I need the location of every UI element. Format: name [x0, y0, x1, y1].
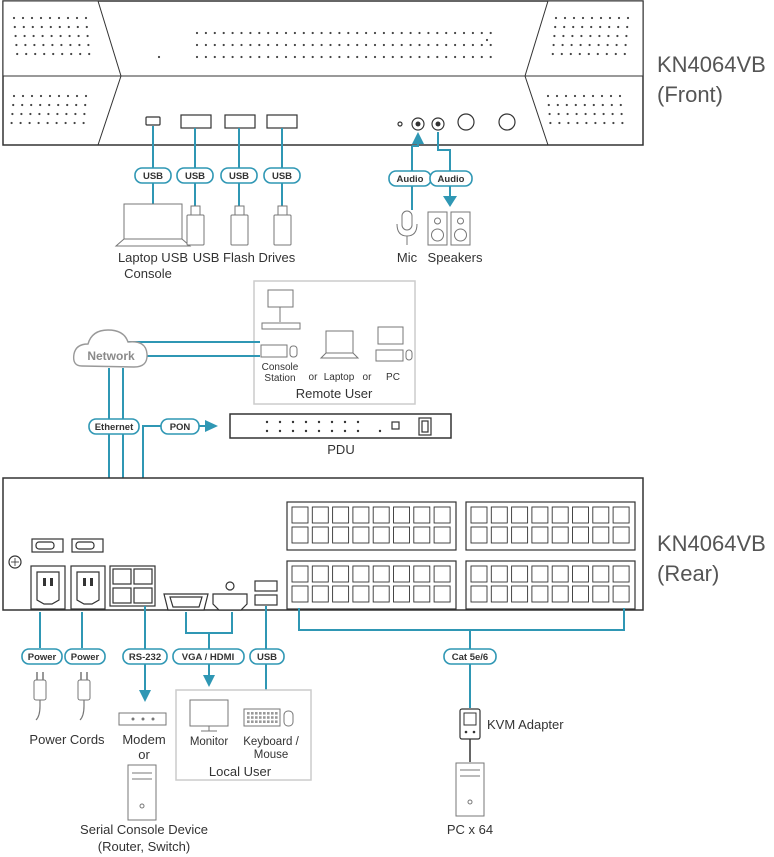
micro-usb-port	[145, 116, 161, 126]
mic-label: Mic	[397, 250, 418, 265]
laptop-label: Laptop	[324, 372, 355, 383]
speakers-icon	[427, 211, 471, 246]
hdmi-port	[212, 593, 248, 611]
svg-text:USB: USB	[185, 171, 205, 182]
serial-console-label-1: Serial Console Device	[80, 822, 208, 837]
svg-text:USB: USB	[272, 171, 292, 182]
audio-badge-mic: Audio	[388, 170, 432, 187]
vga-hdmi-badge: VGA / HDMI	[172, 648, 245, 665]
keyboard-mouse-label-1: Keyboard /	[243, 736, 299, 748]
monitor-label: Monitor	[190, 736, 229, 748]
or-label-1: or	[309, 372, 319, 383]
usb-badge-laptop: USB	[134, 167, 172, 184]
ethernet-badge: Ethernet	[88, 418, 140, 435]
mic-icon	[396, 210, 418, 245]
pc-label: PC	[386, 372, 400, 383]
usb-flash-drive-icon-1	[186, 205, 205, 246]
network-cloud-icon: Network	[72, 329, 148, 368]
pdu-label: PDU	[327, 442, 354, 457]
svg-text:Power: Power	[28, 652, 57, 663]
power-badge-2: Power	[64, 648, 106, 665]
rear-usb-port-2	[254, 594, 278, 606]
audio-badge-speakers: Audio	[429, 170, 473, 187]
usb-flash-drive-icon-3	[273, 205, 292, 246]
console-station-label-2: Station	[264, 373, 295, 384]
usb-flash-drive-icon-2	[230, 205, 249, 246]
laptop-usb-console-label-1: Laptop USB	[118, 250, 188, 265]
power-cord-icon-2	[77, 672, 91, 721]
power-badge-1: Power	[21, 648, 63, 665]
local-user-box	[175, 689, 312, 781]
kvm-port-banks	[286, 501, 636, 610]
pdu-icon	[229, 413, 452, 439]
laptop-icon	[114, 203, 192, 247]
svg-text:RS-232: RS-232	[129, 652, 161, 663]
usb-badge-rear: USB	[249, 648, 285, 665]
svg-text:PON: PON	[170, 422, 191, 433]
pc-tower-icon	[455, 762, 485, 817]
usb-badge-flash-2: USB	[220, 167, 258, 184]
svg-text:Audio: Audio	[397, 174, 424, 185]
usb-port-2	[224, 114, 256, 129]
laptop-usb-console-label-2: Console	[124, 266, 172, 281]
serial-console-device-icon	[127, 764, 157, 821]
pon-badge: PON	[160, 418, 200, 435]
svg-text:Cat 5e/6: Cat 5e/6	[452, 652, 488, 663]
kvm-adapter-icon	[459, 708, 481, 762]
power-cord-icon-1	[33, 672, 47, 721]
svg-text:USB: USB	[229, 171, 249, 182]
rear-cables	[39, 606, 625, 708]
front-button-1	[457, 113, 475, 131]
rear-usb-port-1	[254, 580, 278, 592]
pc-x64-label: PC x 64	[447, 822, 493, 837]
cat5-badge: Cat 5e/6	[443, 648, 497, 665]
rear-title-line2: (Rear)	[657, 561, 719, 586]
usb-flash-drives-label: USB Flash Drives	[193, 250, 296, 265]
front-title-line1: KN4064VB	[657, 52, 766, 77]
keyboard-mouse-label-2: Mouse	[254, 749, 289, 761]
front-title-line2: (Front)	[657, 82, 723, 107]
svg-text:Ethernet: Ethernet	[95, 422, 134, 433]
kvm-adapter-label: KVM Adapter	[487, 717, 564, 732]
usb-badge-flash-3: USB	[263, 167, 301, 184]
front-panel	[2, 0, 644, 146]
rear-title-line1: KN4064VB	[657, 531, 766, 556]
front-vent-dots	[10, 16, 630, 125]
svg-text:USB: USB	[143, 171, 163, 182]
front-button-2	[498, 113, 516, 131]
power-cords-label: Power Cords	[29, 732, 105, 747]
console-station-label-1: Console	[262, 362, 299, 373]
rs232-badge: RS-232	[122, 648, 168, 665]
usb-badge-flash-1: USB	[176, 167, 214, 184]
usb-port-1	[180, 114, 212, 129]
speakers-label: Speakers	[428, 250, 483, 265]
modem-icon	[118, 712, 167, 726]
svg-text:VGA / HDMI: VGA / HDMI	[182, 652, 234, 663]
modem-label-2: or	[138, 747, 150, 762]
remote-user-label: Remote User	[296, 386, 373, 401]
or-label-2: or	[363, 372, 373, 383]
usb-port-3	[266, 114, 298, 129]
network-label: Network	[87, 349, 135, 363]
rear-panel	[2, 477, 644, 611]
mouse-icon	[283, 710, 294, 727]
local-user-label: Local User	[209, 764, 272, 779]
serial-console-label-2: (Router, Switch)	[98, 839, 190, 854]
svg-text:USB: USB	[257, 652, 277, 663]
svg-text:Power: Power	[71, 652, 100, 663]
svg-text:Audio: Audio	[438, 174, 465, 185]
modem-label-1: Modem	[122, 732, 165, 747]
remote-user-box	[253, 280, 416, 405]
monitor-icon	[189, 699, 229, 727]
